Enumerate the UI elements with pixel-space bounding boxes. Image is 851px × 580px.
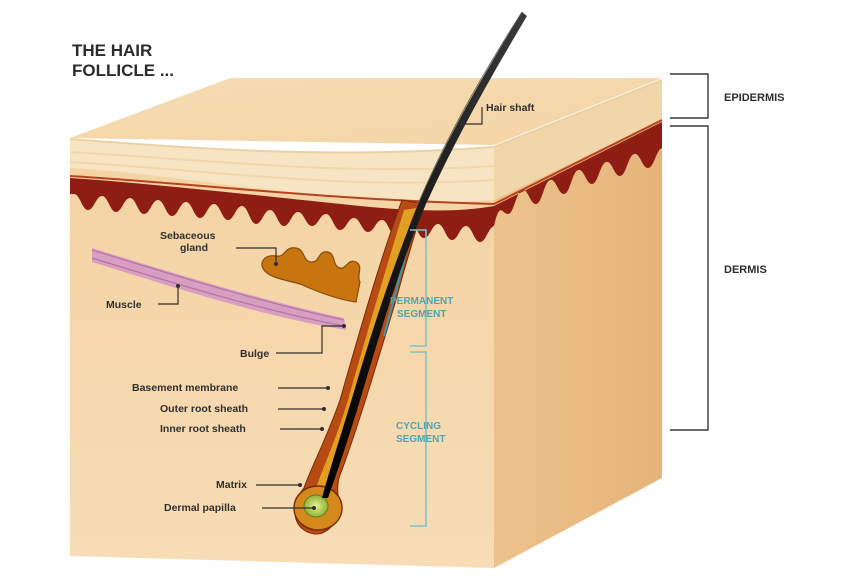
muscle-leader [158,286,179,305]
diagram-title-line-2: FOLLICLE ... [72,61,174,80]
epidermis-label: EPIDERMIS [724,92,785,104]
cycling-segment-bracket [410,351,427,527]
sebaceous-gland-label-2: gland [180,242,208,254]
dermal-papilla-label: Dermal papilla [164,502,236,514]
outer-root-sheath-label: Outer root sheath [160,403,248,415]
sebaceous-gland-label-1: Sebaceous [160,230,216,242]
skin-top-face [70,78,662,145]
permanent-segment-label-1: PERMANENT [390,296,453,307]
cycling-segment-label-1: CYCLING [396,421,441,432]
dermal-papilla-shape [303,494,329,518]
hair-shaft-leader [462,107,483,125]
dermis-label: DERMIS [724,264,767,276]
cycling-segment-label-2: SEGMENT [396,434,445,445]
sebaceous-gland-shape [261,247,361,303]
hair-shaft-strand [322,12,527,498]
bulge-label: Bulge [240,348,269,360]
muscle-label: Muscle [106,299,142,311]
dermis-bracket [670,125,709,431]
epidermis-bracket [670,73,709,119]
inner-root-sheath-label: Inner root sheath [160,423,246,435]
permanent-segment-label-2: SEGMENT [397,309,446,320]
diagram-title-line-1: THE HAIR [72,41,152,60]
sebaceous-gland-leader [236,247,277,264]
dermis-papillary-layer [70,178,494,242]
hair-shaft-label: Hair shaft [486,102,535,114]
permanent-segment-bracket [410,229,427,347]
matrix-label: Matrix [216,479,247,491]
bulge-leader [276,325,344,354]
arrector-pili-muscle [92,248,346,330]
basement-membrane-label: Basement membrane [132,382,238,394]
